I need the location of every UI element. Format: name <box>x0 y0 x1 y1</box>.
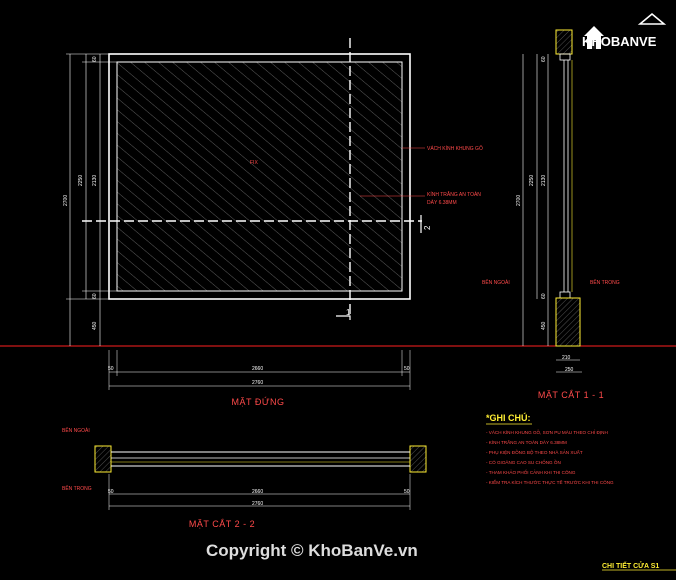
s1-dim-inner-b: 2130 <box>541 175 547 186</box>
s1-inside-label: BÊN TRONG <box>590 278 620 286</box>
callout-glass-type: KÍNH TRẮNG AN TOÀN <box>427 190 481 198</box>
s1-dim-overall: 2700 <box>516 195 522 206</box>
section-2-view: BÊN NGOÀI BÊN TRONG 50 2660 50 2760 MẶT … <box>62 426 427 529</box>
outer-frame <box>108 53 411 300</box>
s2-dim-overall: 2760 <box>252 501 263 507</box>
dim-overall-height: 2700 <box>63 195 69 206</box>
sheet-title: CHI TIẾT CỬA S1 <box>602 560 659 570</box>
s1-dim-bottom: 60 <box>541 293 547 299</box>
s2-dim-middle: 2660 <box>252 489 263 495</box>
s1-outside-label: BÊN NGOÀI <box>482 278 510 286</box>
s1-dim-top: 60 <box>541 56 547 62</box>
fix-label: FIX <box>250 160 258 166</box>
section-marker-1: 1 <box>346 308 351 317</box>
glass-panel <box>116 61 403 292</box>
note-item: - THAM KHẢO PHỐI CẢNH KHI THI CÔNG <box>486 469 576 475</box>
s1-dim-inner-a: 2250 <box>529 175 535 186</box>
s1-dim-a: 210 <box>562 355 571 361</box>
s2-dim-right: 50 <box>404 489 410 495</box>
dim-bottom: 60 <box>92 293 98 299</box>
dim-middle: 2660 <box>252 366 263 372</box>
note-item: - KIỂM TRA KÍCH THƯỚC THỰC TẾ TRƯỚC KHI … <box>486 479 614 485</box>
copyright-watermark: Copyright © KhoBanVe.vn <box>206 541 418 560</box>
note-item: - CÓ GIOĂNG CAO SU CHỐNG ỒN <box>486 459 561 465</box>
note-item: - PHỤ KIỆN ĐỒNG BỘ THEO NHÀ SẢN XUẤT <box>486 448 583 455</box>
s2-outside-label: BÊN NGOÀI <box>62 426 90 434</box>
s1-dim-base: 450 <box>541 321 547 330</box>
section-marker-2: 2 <box>423 225 432 230</box>
house-icon <box>584 26 604 49</box>
s2-inside-label: BÊN TRONG <box>62 484 92 492</box>
dim-right: 50 <box>404 366 410 372</box>
section-2-title: MẶT CẮT 2 - 2 <box>189 519 255 529</box>
note-item: - VÁCH KÍNH KHUNG GỖ, SƠN PU MÀU THEO CH… <box>486 429 608 435</box>
dim-inner-height-a: 2250 <box>78 175 84 186</box>
notes-heading: *GHI CHÚ: <box>486 412 531 423</box>
dim-top: 60 <box>92 56 98 62</box>
dim-base: 450 <box>92 321 98 330</box>
note-item: - KÍNH TRẮNG AN TOÀN DÀY 6.38MM <box>486 438 567 445</box>
dim-overall-width: 2760 <box>252 380 263 386</box>
elevation-title: MẶT ĐỨNG <box>231 397 284 407</box>
section-1-title: MẶT CẮT 1 - 1 <box>538 390 604 400</box>
notes-block: *GHI CHÚ: - VÁCH KÍNH KHUNG GỖ, SƠN PU M… <box>486 412 614 485</box>
elevation-view: FIX 1 2 VÁCH KÍNH KHUNG GỖ KÍNH TRẮNG AN… <box>63 38 483 407</box>
dim-inner-height-b: 2130 <box>92 175 98 186</box>
section-1-view: 2700 2250 2130 60 60 450 BÊN NGOÀI BÊN T… <box>482 29 620 400</box>
brand-logo: KHOBANVE <box>582 12 667 49</box>
callout-glass-frame: VÁCH KÍNH KHUNG GỖ <box>427 145 483 152</box>
brand-name: KHOBANVE <box>582 34 657 49</box>
dim-left: 50 <box>108 366 114 372</box>
s2-dim-left: 50 <box>108 489 114 495</box>
callout-glass-thickness: DÀY 6.38MM <box>427 199 457 206</box>
s1-dim-b: 250 <box>565 367 574 373</box>
